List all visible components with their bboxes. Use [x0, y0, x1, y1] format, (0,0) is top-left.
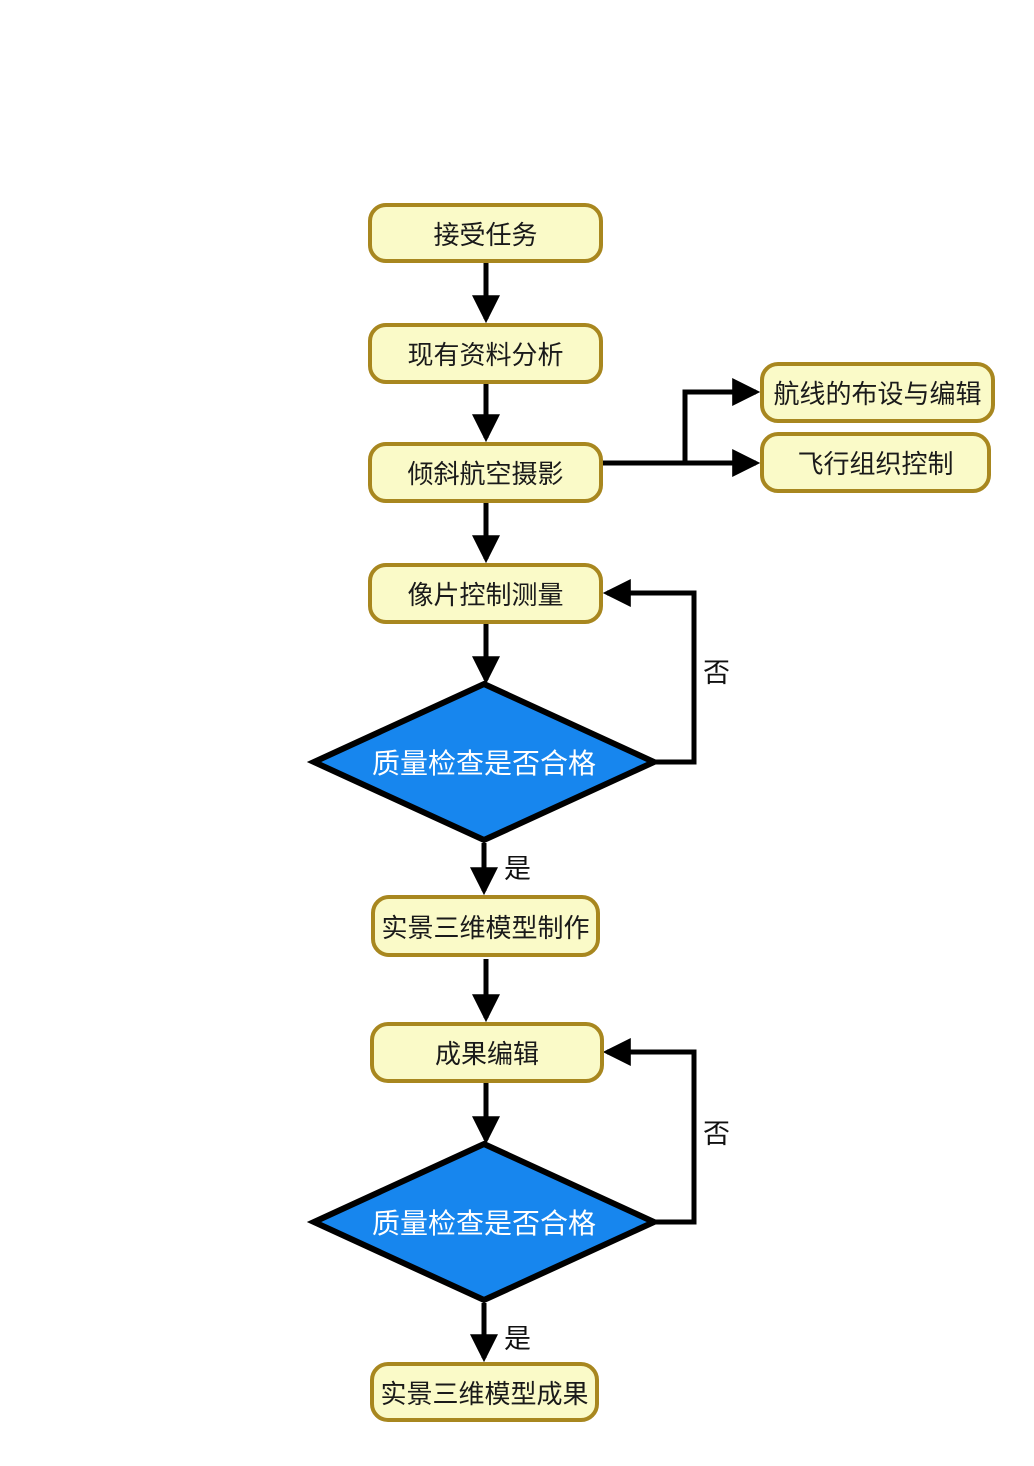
- decision-quality-check-1-shape: [306, 680, 662, 844]
- node-flight-organization-control: 飞行组织控制: [760, 432, 991, 493]
- edge-label-yes-2: 是: [504, 1324, 531, 1354]
- node-route-layout-editing: 航线的布设与编辑: [760, 362, 995, 423]
- node-photo-control-survey: 像片控制测量: [368, 563, 603, 624]
- node-result-editing-label: 成果编辑: [434, 1039, 539, 1069]
- node-oblique-aerial-photography: 倾斜航空摄影: [368, 442, 603, 503]
- node-real3d-model-result-label: 实景三维模型成果: [380, 1378, 589, 1409]
- node-quality-check-2-label: 质量检查是否合格: [371, 1208, 596, 1239]
- edge-label-no-1: 否: [703, 658, 730, 688]
- node-quality-check-1: 质量检查是否合格: [344, 734, 624, 790]
- edge-check2-no-loop: [602, 1038, 697, 1225]
- node-accept-task: 接受任务: [368, 203, 603, 263]
- node-photo-control-survey-label: 像片控制测量: [407, 580, 564, 610]
- edge-check1-no-loop: [602, 579, 697, 765]
- node-existing-data-analysis-label: 现有资料分析: [407, 340, 564, 370]
- node-quality-check-1-label: 质量检查是否合格: [371, 748, 596, 779]
- edge-label-yes-1: 是: [504, 854, 531, 884]
- edge-photography-to-route-layout: [682, 378, 761, 463]
- node-oblique-aerial-photography-label: 倾斜航空摄影: [407, 459, 564, 489]
- node-real3d-model-production: 实景三维模型制作: [371, 895, 600, 957]
- edge-label-no-2: 否: [703, 1119, 730, 1149]
- node-quality-check-2: 质量检查是否合格: [344, 1194, 624, 1250]
- decision-quality-check-2-shape: [306, 1140, 662, 1304]
- node-existing-data-analysis: 现有资料分析: [368, 323, 603, 384]
- node-real3d-model-production-label: 实景三维模型制作: [381, 912, 590, 943]
- node-result-editing: 成果编辑: [370, 1022, 604, 1083]
- node-flight-organization-control-label: 飞行组织控制: [797, 449, 954, 479]
- node-real3d-model-result: 实景三维模型成果: [370, 1362, 599, 1422]
- node-accept-task-label: 接受任务: [433, 219, 538, 250]
- node-route-layout-editing-label: 航线的布设与编辑: [773, 379, 982, 409]
